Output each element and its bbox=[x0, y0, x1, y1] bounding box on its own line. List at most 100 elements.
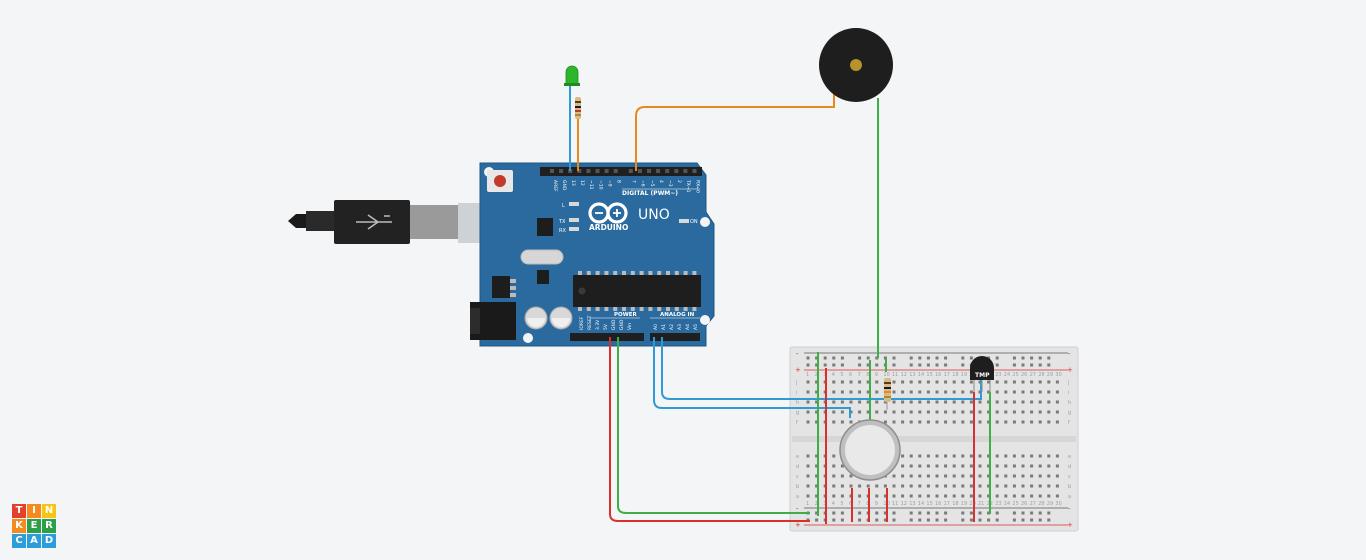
rail-hole[interactable] bbox=[840, 518, 844, 522]
breadboard-hole[interactable] bbox=[840, 474, 844, 478]
breadboard-hole[interactable] bbox=[858, 400, 862, 404]
breadboard-hole[interactable] bbox=[961, 484, 965, 488]
breadboard-hole[interactable] bbox=[909, 494, 913, 498]
breadboard-hole[interactable] bbox=[815, 454, 819, 458]
breadboard-hole[interactable] bbox=[840, 390, 844, 394]
breadboard-hole[interactable] bbox=[901, 484, 905, 488]
breadboard-hole[interactable] bbox=[815, 420, 819, 424]
breadboard-hole[interactable] bbox=[995, 400, 999, 404]
rail-hole[interactable] bbox=[1038, 363, 1042, 367]
rail-hole[interactable] bbox=[875, 356, 879, 360]
rail-hole[interactable] bbox=[1047, 363, 1051, 367]
breadboard-hole[interactable] bbox=[1047, 494, 1051, 498]
breadboard-hole[interactable] bbox=[806, 484, 810, 488]
breadboard-hole[interactable] bbox=[918, 464, 922, 468]
rail-hole[interactable] bbox=[1038, 518, 1042, 522]
breadboard-hole[interactable] bbox=[815, 390, 819, 394]
breadboard-hole[interactable] bbox=[1021, 390, 1025, 394]
breadboard-hole[interactable] bbox=[1021, 494, 1025, 498]
rail-hole[interactable] bbox=[815, 518, 819, 522]
breadboard-hole[interactable] bbox=[815, 410, 819, 414]
breadboard-hole[interactable] bbox=[883, 400, 887, 404]
breadboard-hole[interactable] bbox=[832, 454, 836, 458]
rail-hole[interactable] bbox=[1021, 363, 1025, 367]
rail-hole[interactable] bbox=[832, 511, 836, 515]
green-led[interactable] bbox=[564, 65, 580, 86]
breadboard-hole[interactable] bbox=[978, 494, 982, 498]
breadboard-hole[interactable] bbox=[815, 474, 819, 478]
power-5v-wire[interactable] bbox=[609, 337, 810, 522]
breadboard-hole[interactable] bbox=[832, 380, 836, 384]
rail-hole[interactable] bbox=[815, 511, 819, 515]
rail-hole[interactable] bbox=[840, 356, 844, 360]
breadboard-hole[interactable] bbox=[1047, 410, 1051, 414]
rail-hole[interactable] bbox=[969, 518, 973, 522]
breadboard-hole[interactable] bbox=[892, 410, 896, 414]
breadboard-hole[interactable] bbox=[926, 474, 930, 478]
breadboard-hole[interactable] bbox=[944, 380, 948, 384]
breadboard-hole[interactable] bbox=[909, 410, 913, 414]
breadboard-hole[interactable] bbox=[944, 474, 948, 478]
breadboard-hole[interactable] bbox=[918, 380, 922, 384]
piezo-buzzer[interactable] bbox=[819, 28, 893, 102]
rail-hole[interactable] bbox=[909, 511, 913, 515]
breadboard-hole[interactable] bbox=[935, 464, 939, 468]
breadboard-hole[interactable] bbox=[883, 484, 887, 488]
breadboard-hole[interactable] bbox=[866, 484, 870, 488]
breadboard-hole[interactable] bbox=[935, 390, 939, 394]
breadboard-hole[interactable] bbox=[1030, 420, 1034, 424]
breadboard-hole[interactable] bbox=[1012, 390, 1016, 394]
rail-hole[interactable] bbox=[1012, 363, 1016, 367]
breadboard-hole[interactable] bbox=[901, 390, 905, 394]
breadboard-hole[interactable] bbox=[918, 420, 922, 424]
breadboard-hole[interactable] bbox=[995, 420, 999, 424]
breadboard-hole[interactable] bbox=[858, 390, 862, 394]
breadboard-hole[interactable] bbox=[866, 390, 870, 394]
breadboard-hole[interactable] bbox=[926, 380, 930, 384]
breadboard-hole[interactable] bbox=[1047, 400, 1051, 404]
breadboard-hole[interactable] bbox=[952, 410, 956, 414]
breadboard-hole[interactable] bbox=[935, 400, 939, 404]
breadboard-hole[interactable] bbox=[909, 400, 913, 404]
breadboard-hole[interactable] bbox=[1021, 400, 1025, 404]
breadboard-hole[interactable] bbox=[987, 474, 991, 478]
breadboard-hole[interactable] bbox=[995, 454, 999, 458]
breadboard-hole[interactable] bbox=[849, 484, 853, 488]
rail-hole[interactable] bbox=[978, 511, 982, 515]
breadboard-hole[interactable] bbox=[1038, 390, 1042, 394]
wires[interactable] bbox=[569, 84, 991, 524]
breadboard-hole[interactable] bbox=[926, 420, 930, 424]
resistor-led[interactable] bbox=[575, 97, 581, 119]
analog-a0-wire[interactable] bbox=[653, 337, 851, 418]
breadboard-hole[interactable] bbox=[918, 484, 922, 488]
breadboard-hole[interactable] bbox=[1038, 400, 1042, 404]
breadboard-hole[interactable] bbox=[909, 474, 913, 478]
breadboard-hole[interactable] bbox=[806, 380, 810, 384]
breadboard-hole[interactable] bbox=[875, 484, 879, 488]
rail-hole[interactable] bbox=[1038, 356, 1042, 360]
breadboard-hole[interactable] bbox=[969, 464, 973, 468]
breadboard-hole[interactable] bbox=[1030, 400, 1034, 404]
rail-hole[interactable] bbox=[926, 511, 930, 515]
breadboard-hole[interactable] bbox=[969, 380, 973, 384]
rail-hole[interactable] bbox=[1030, 511, 1034, 515]
breadboard-hole[interactable] bbox=[969, 484, 973, 488]
breadboard-hole[interactable] bbox=[815, 380, 819, 384]
breadboard-hole[interactable] bbox=[987, 390, 991, 394]
header-socket[interactable] bbox=[586, 169, 591, 173]
rail-hole[interactable] bbox=[918, 518, 922, 522]
breadboard-hole[interactable] bbox=[883, 410, 887, 414]
breadboard-hole[interactable] bbox=[978, 454, 982, 458]
breadboard-hole[interactable] bbox=[926, 494, 930, 498]
analog-header[interactable] bbox=[650, 333, 700, 341]
breadboard-hole[interactable] bbox=[969, 454, 973, 458]
rail-hole[interactable] bbox=[1012, 511, 1016, 515]
resistor-breadboard[interactable] bbox=[884, 378, 891, 410]
breadboard-hole[interactable] bbox=[1030, 484, 1034, 488]
breadboard-hole[interactable] bbox=[918, 400, 922, 404]
rail-hole[interactable] bbox=[875, 511, 879, 515]
breadboard-hole[interactable] bbox=[875, 400, 879, 404]
breadboard-hole[interactable] bbox=[969, 410, 973, 414]
breadboard-hole[interactable] bbox=[935, 410, 939, 414]
